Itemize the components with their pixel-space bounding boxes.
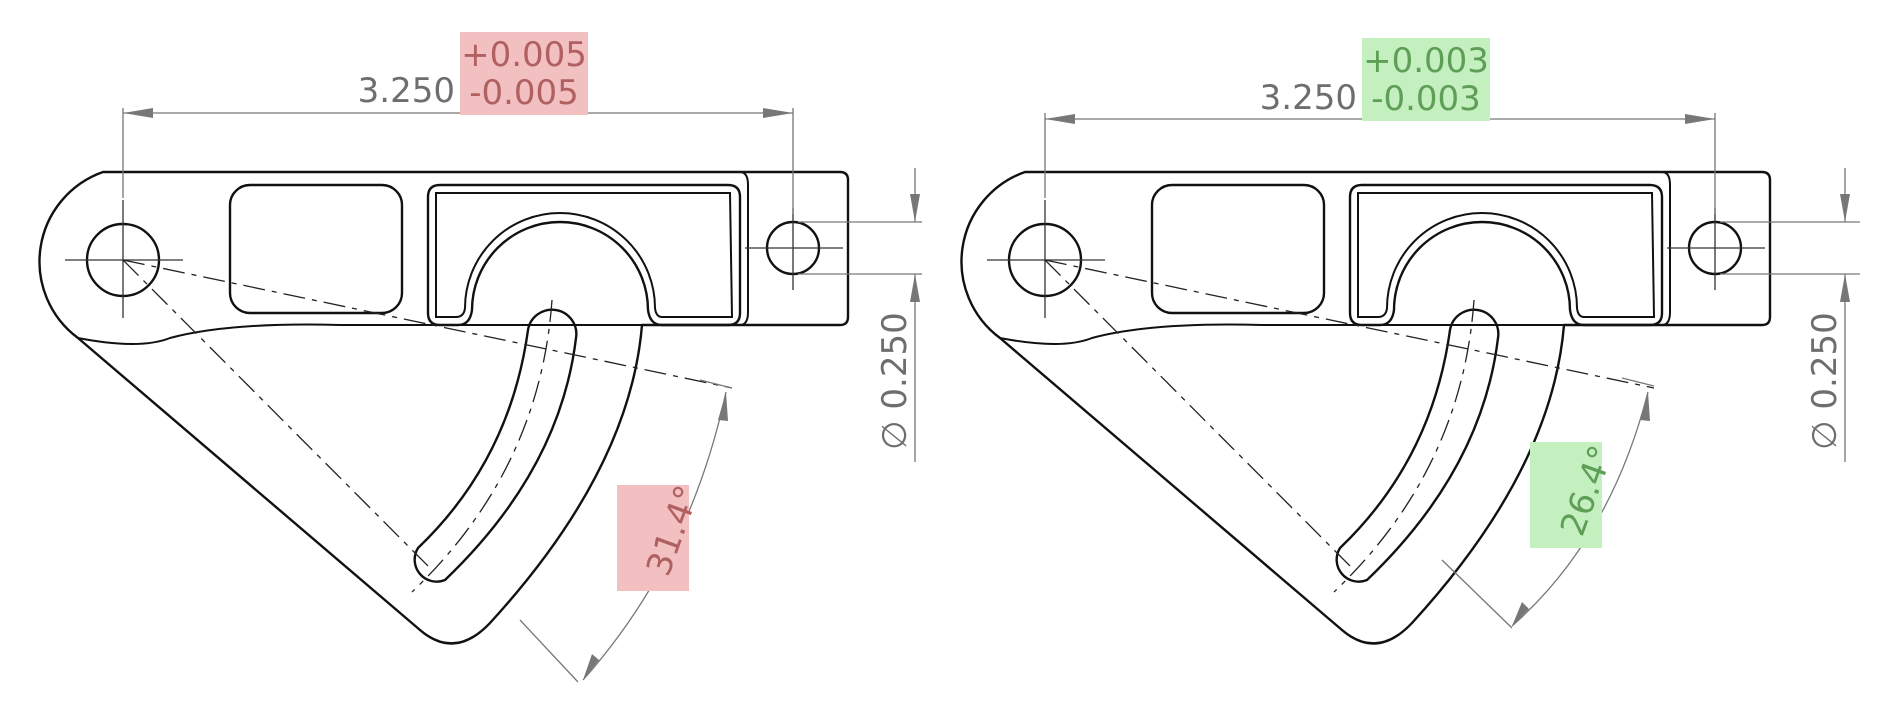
left-angle-highlight bbox=[617, 485, 689, 591]
right-diameter-dimension: ∅ 0.250 bbox=[1720, 168, 1860, 462]
right-diameter-value: ∅ 0.250 bbox=[1805, 312, 1845, 450]
left-tolerance-highlight bbox=[460, 32, 588, 115]
right-length-value: 3.250 bbox=[1260, 78, 1357, 118]
right-tolerance-highlight bbox=[1362, 38, 1490, 121]
left-length-value: 3.250 bbox=[358, 71, 455, 111]
right-centerlines bbox=[986, 199, 1766, 593]
right-drawing: 3.250 +0.003 -0.003 ∅ 0.250 26.4° bbox=[960, 38, 1860, 645]
left-drawing: 3.250 +0.005 -0.005 ∅ 0.250 31.4° bbox=[38, 32, 922, 683]
right-tolerance-plus: +0.003 bbox=[1363, 41, 1489, 81]
left-diameter-dimension: ∅ 0.250 bbox=[798, 168, 922, 462]
right-tolerance-minus: -0.003 bbox=[1371, 79, 1481, 119]
left-length-dimension: 3.250 +0.005 -0.005 bbox=[122, 32, 794, 214]
right-angle-highlight bbox=[1530, 442, 1602, 548]
left-angle-dimension: 31.4° bbox=[519, 379, 733, 683]
left-tolerance-plus: +0.005 bbox=[461, 35, 587, 75]
right-length-dimension: 3.250 +0.003 -0.003 bbox=[1044, 38, 1716, 214]
right-angle-dimension: 26.4° bbox=[1441, 377, 1655, 629]
left-centerlines bbox=[64, 199, 844, 593]
left-tolerance-minus: -0.005 bbox=[469, 73, 579, 113]
left-diameter-value: ∅ 0.250 bbox=[875, 312, 915, 450]
